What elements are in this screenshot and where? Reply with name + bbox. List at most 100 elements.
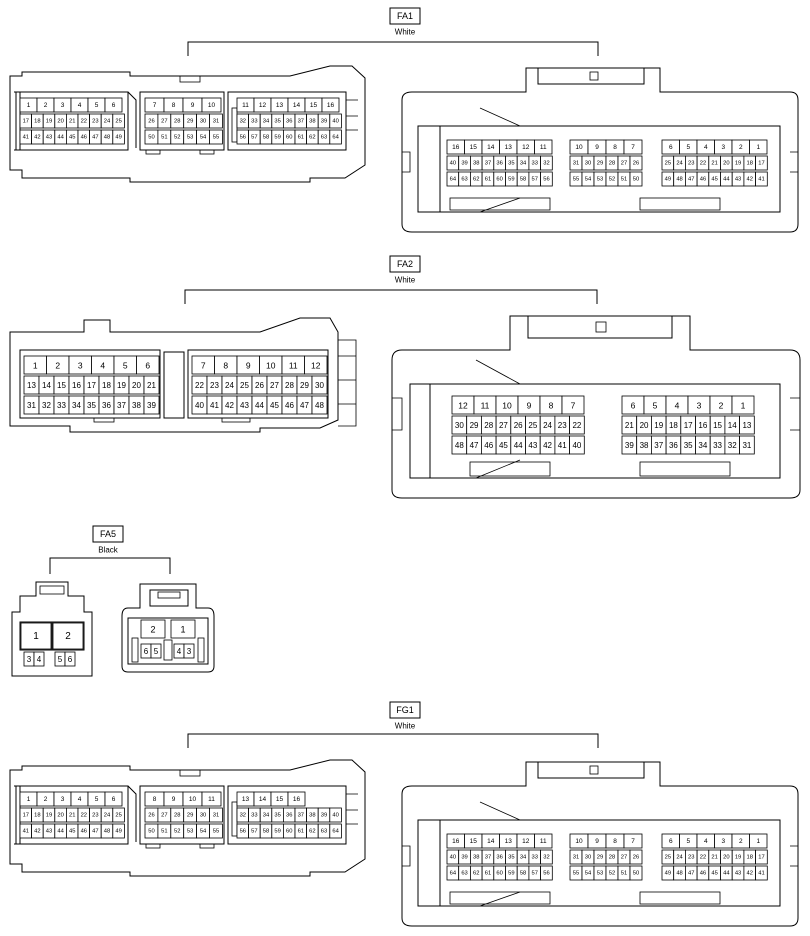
pin-number: 44: [514, 441, 523, 450]
pin-cell: [321, 97, 340, 113]
pin-number: 41: [210, 401, 219, 410]
pin-number: 45: [499, 441, 508, 450]
pin-cell: [329, 129, 342, 145]
pin-number: 17: [23, 119, 29, 125]
pin-number: 53: [597, 871, 603, 877]
pin-number: 47: [688, 871, 694, 877]
pin-cell: [731, 395, 755, 415]
pin-number: 13: [505, 144, 513, 151]
pin-number: 6: [631, 401, 636, 411]
connector-color: Black: [98, 546, 119, 555]
pin-cell: [540, 865, 553, 881]
pin-number: 31: [573, 855, 579, 861]
pin-number: 13: [242, 796, 250, 803]
pin-number: 19: [117, 381, 126, 390]
pin-number: 4: [675, 401, 680, 411]
pin-cell: [329, 807, 342, 823]
pin-number: 48: [104, 829, 110, 835]
pin-number: 64: [332, 135, 339, 141]
pin-number: 24: [104, 813, 111, 819]
pin-number: 13: [276, 102, 284, 109]
pin-number: 32: [543, 161, 549, 167]
pin-number: 45: [69, 135, 75, 141]
pin-cell: [209, 113, 223, 129]
pin-number: 10: [575, 144, 583, 151]
pin-number: 30: [315, 381, 324, 390]
pin-number: 14: [42, 381, 51, 390]
pin-number: 14: [487, 144, 495, 151]
pin-number: 7: [571, 401, 576, 411]
pin-cell: [561, 395, 585, 415]
pin-cell: [739, 435, 755, 455]
pin-number: 52: [609, 177, 615, 183]
pin-cell: [136, 355, 160, 375]
pin-number: 45: [69, 829, 75, 835]
pin-number: 18: [34, 813, 40, 819]
pin-number: 27: [161, 813, 167, 819]
left-housing-outline: [9, 317, 357, 433]
pin-number: 38: [132, 401, 141, 410]
pin-cell: [20, 622, 52, 650]
pin-number: 35: [274, 119, 280, 125]
pin-number: 23: [688, 855, 694, 861]
pin-cell: [749, 833, 768, 849]
connector-id: FA1: [397, 11, 413, 21]
pin-number: 5: [154, 647, 159, 656]
pin-number: 28: [609, 855, 615, 861]
pin-number: 6: [669, 144, 673, 151]
pin-number: 61: [485, 177, 491, 183]
pin-number: 34: [263, 813, 270, 819]
pin-number: 43: [735, 871, 741, 877]
pin-cell: [183, 643, 195, 659]
pin-number: 4: [37, 655, 42, 664]
pin-number: 36: [496, 161, 502, 167]
pin-cell: [209, 129, 223, 145]
pin-cell: [209, 807, 223, 823]
pin-cell: [112, 823, 125, 839]
pin-number: 30: [585, 855, 591, 861]
pin-number: 12: [311, 361, 321, 371]
pin-number: 35: [508, 855, 514, 861]
pin-number: 3: [697, 401, 702, 411]
pin-number: 62: [473, 177, 479, 183]
pin-number: 49: [665, 177, 671, 183]
pin-number: 39: [461, 161, 467, 167]
pin-cell: [623, 833, 643, 849]
pin-number: 24: [543, 421, 552, 430]
pin-number: 58: [520, 871, 526, 877]
pin-number: 2: [719, 401, 724, 411]
pin-number: 23: [688, 161, 694, 167]
pin-number: 40: [572, 441, 581, 450]
pin-number: 42: [747, 871, 753, 877]
pin-number: 3: [721, 144, 725, 151]
pin-number: 10: [575, 838, 583, 845]
pin-number: 15: [276, 796, 284, 803]
pin-number: 60: [496, 177, 502, 183]
pin-number: 39: [147, 401, 156, 410]
pin-cell: [201, 791, 222, 807]
pin-number: 58: [520, 177, 526, 183]
pin-number: 26: [514, 421, 523, 430]
pin-number: 20: [57, 119, 63, 125]
connector-bracket: [187, 41, 599, 56]
pin-number: 46: [81, 829, 87, 835]
pin-number: 5: [653, 401, 658, 411]
pin-number: 1: [33, 631, 39, 642]
pin-number: 28: [285, 381, 294, 390]
pin-number: 35: [508, 161, 514, 167]
pin-number: 19: [46, 119, 52, 125]
pin-number: 8: [549, 401, 554, 411]
pin-number: 26: [633, 161, 639, 167]
pin-cell: [112, 129, 125, 145]
pin-number: 16: [72, 381, 81, 390]
pin-cell: [623, 139, 643, 155]
pin-number: 64: [332, 829, 339, 835]
pin-number: 46: [700, 871, 706, 877]
pin-number: 53: [597, 177, 603, 183]
pin-number: 60: [286, 829, 292, 835]
pin-cell: [739, 415, 755, 435]
pin-number: 48: [455, 441, 464, 450]
pin-number: 34: [263, 119, 270, 125]
